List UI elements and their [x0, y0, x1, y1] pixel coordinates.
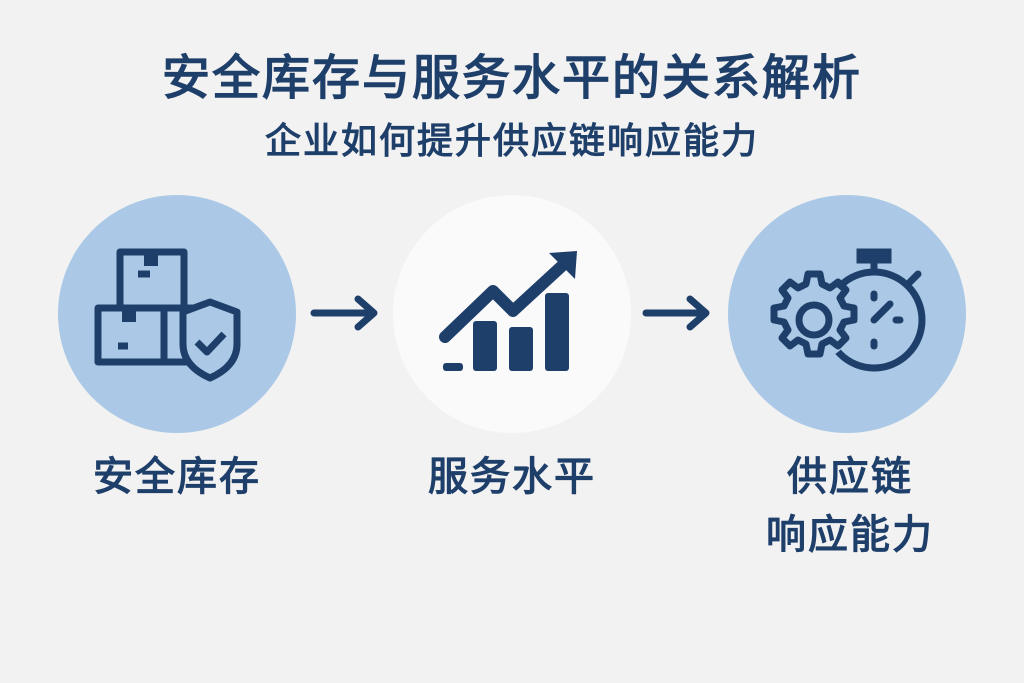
boxes-shield-icon: [94, 248, 241, 382]
arrow-right-icon: [642, 295, 710, 331]
step-safety-stock-circle: [58, 195, 296, 433]
gear-stopwatch-icon: [770, 248, 926, 372]
step-label-service-level: 服务水平: [428, 454, 596, 500]
arrow-right-icon: [310, 295, 378, 331]
step-label-safety-stock: 安全库存: [93, 454, 261, 500]
growth-chart-icon: [439, 251, 577, 371]
page-title: 安全库存与服务水平的关系解析: [161, 50, 862, 106]
step-label-line1: 供应链: [787, 454, 913, 500]
step-label-supply-chain: 供应链 响应能力: [700, 448, 1000, 564]
step-service-level-circle: [393, 195, 631, 433]
page-subtitle: 企业如何提升供应链响应能力: [264, 121, 759, 162]
step-supply-chain-circle: [728, 195, 966, 433]
step-label-line2: 响应能力: [766, 512, 934, 558]
